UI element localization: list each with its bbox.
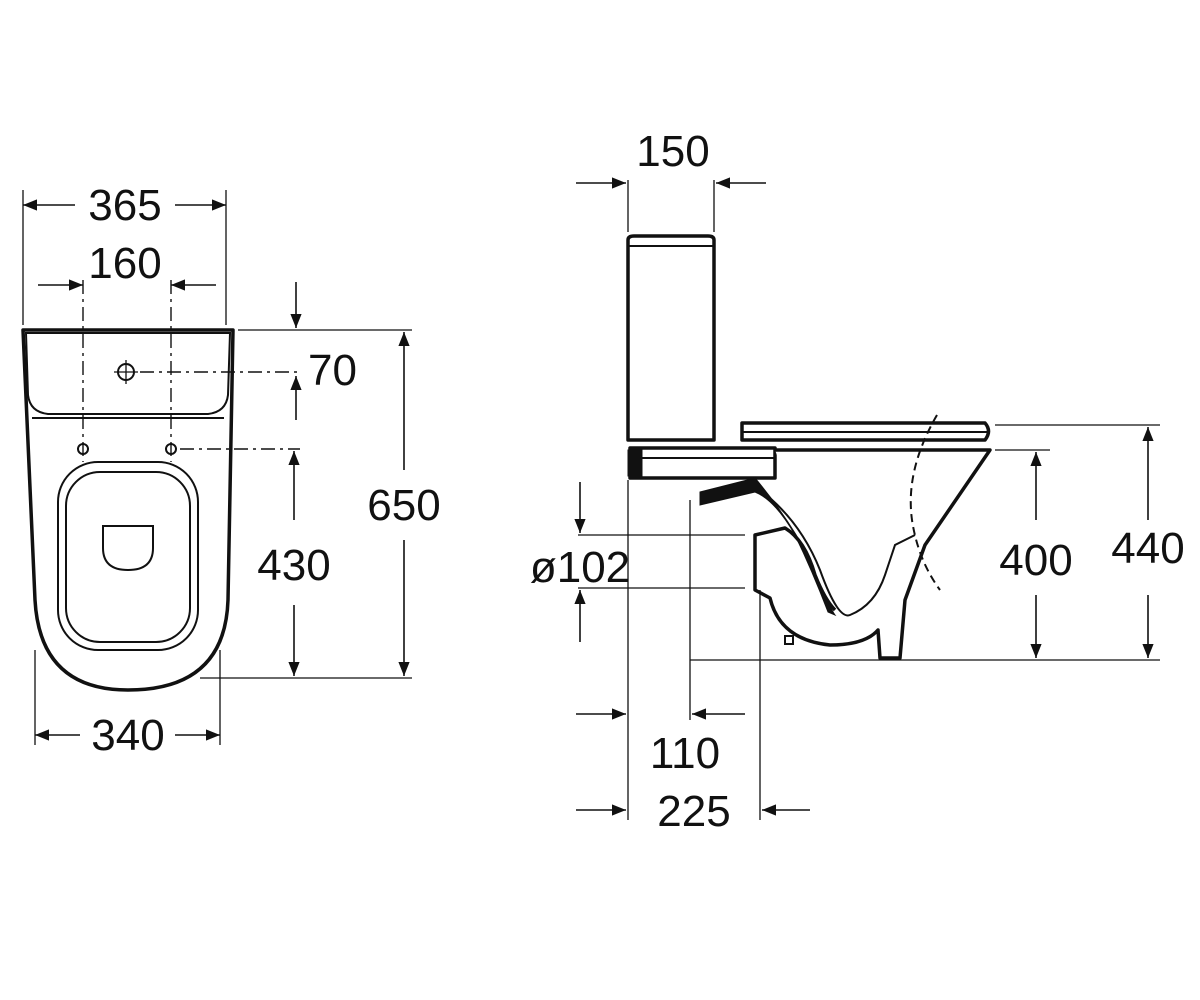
trap-inner (699, 477, 837, 617)
pan-outline (21, 328, 235, 692)
dim-front-height: 430 (257, 541, 330, 590)
dim-wall-to-outlet: 110 (650, 729, 720, 778)
flush-button-icon (114, 360, 138, 384)
seat-outer (57, 461, 199, 651)
dim-hole-spacing: 160 (88, 239, 161, 288)
dim-outlet-height: 400 (999, 536, 1072, 585)
dim-width-base: 340 (91, 711, 164, 760)
front-view: 365 160 70 430 650 340 (21, 181, 441, 760)
dim-total-length: 650 (367, 481, 440, 530)
cistern-footprint (24, 332, 232, 415)
cistern-seal (627, 449, 643, 477)
dim-width-top: 365 (88, 181, 161, 230)
seat-inner (65, 471, 191, 643)
dim-seat-height: 440 (1111, 524, 1184, 573)
hidden-seat-profile (909, 414, 941, 591)
dim-cistern-depth: 150 (636, 127, 709, 176)
dim-outlet-diameter: ø102 (530, 543, 630, 592)
bowl-opening (102, 525, 154, 572)
bowl-body (753, 448, 992, 660)
cistern-base (628, 446, 777, 480)
side-view: 150 ø102 400 440 110 225 (530, 127, 1185, 836)
dim-wall-to-pan: 225 (657, 787, 730, 836)
trap-curve (759, 489, 916, 617)
dim-hole-offset: 70 (308, 346, 357, 395)
floor-fixing-mark (784, 635, 794, 645)
cistern-body (626, 234, 716, 442)
